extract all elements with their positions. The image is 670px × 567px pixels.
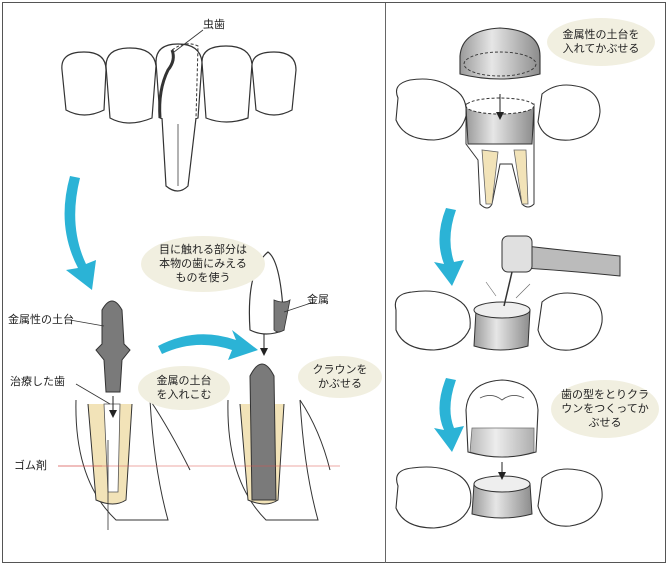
label-cavity: 虫歯 (203, 18, 225, 31)
tooth-1 (61, 51, 107, 116)
cavity-outline (158, 49, 175, 119)
arrow-down-right-2 (434, 378, 464, 452)
label-rubber: ゴム剤 (14, 459, 47, 472)
cavity-dashed (171, 43, 199, 119)
arrow-right-mid (158, 330, 258, 360)
root-tooth-3 (161, 117, 197, 192)
crown-assembly (227, 363, 331, 521)
metal-core-left (95, 300, 131, 393)
tooth-4 (201, 45, 253, 123)
bubble-insert-core-text: 金属の土台 を入れこむ (156, 374, 212, 401)
molar-step-2 (394, 235, 621, 351)
front-teeth-row (61, 43, 297, 124)
bubble-cover-core: 金属性の土台を 入れてかぶせる (547, 18, 655, 66)
bubble-make-crown-text: 歯の型をとりクラ ウンをつくってか ぶせる (561, 388, 649, 429)
bubble-cover-core-text: 金属性の土台を 入れてかぶせる (562, 28, 640, 55)
flow-arrows (64, 176, 464, 452)
arrow-down-left (64, 176, 96, 290)
tooth-2 (105, 47, 157, 124)
label-treated-tooth: 治療した歯 (10, 375, 65, 388)
label-metal: 金属 (307, 293, 329, 306)
bubble-visible-part: 目に触れる部分は 本物の歯にみえる ものを使う (141, 236, 265, 292)
drill-handpiece (521, 245, 621, 277)
panel-divider (385, 3, 386, 563)
tooth-5 (251, 51, 297, 116)
bubble-cover-crown-text: クラウンを かぶせる (312, 363, 368, 390)
treated-tooth-left (75, 399, 191, 530)
bubble-cover-crown: クラウンを かぶせる (298, 356, 382, 398)
bubble-insert-core: 金属の土台 を入れこむ (138, 366, 230, 410)
label-metal-core: 金属性の土台 (8, 313, 74, 326)
bubble-visible-part-text: 目に触れる部分は 本物の歯にみえる ものを使う (159, 243, 247, 284)
molar-step-3 (395, 379, 603, 529)
arrow-down-right-1 (434, 208, 464, 286)
bubble-make-crown: 歯の型をとりクラ ウンをつくってか ぶせる (551, 380, 659, 438)
